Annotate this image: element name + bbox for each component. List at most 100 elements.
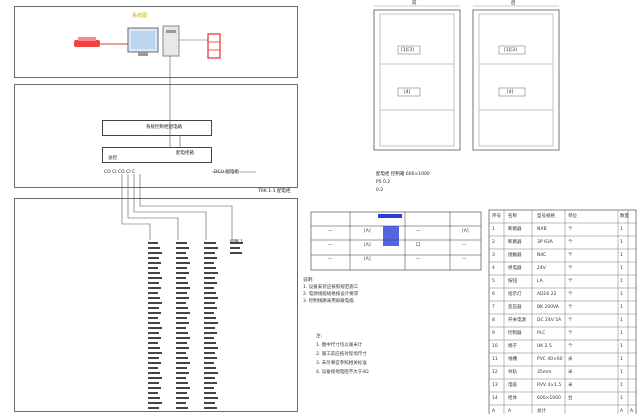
terminal-mark (176, 357, 188, 359)
terminal-mark (176, 292, 187, 294)
terminal-mark (148, 362, 161, 364)
table-cell: 个 (568, 279, 573, 284)
terminal-mark (176, 312, 190, 314)
terminal-mark (148, 307, 159, 309)
table-cell: 柜体 (508, 396, 517, 401)
terminal-mark (176, 322, 189, 324)
terminal-mark (176, 252, 186, 254)
legend-cell: [A] (364, 243, 371, 248)
table-cell: 线槽 (508, 357, 517, 362)
table-cell: 个 (568, 292, 573, 297)
cabinet-back (472, 9, 560, 151)
table-cell: A (630, 409, 634, 414)
table-cell: 个 (568, 305, 573, 310)
table-cell: LA (537, 279, 543, 284)
terminal-mark (148, 302, 162, 304)
cabinet-front (373, 9, 461, 151)
table-cell: 米 (568, 357, 573, 362)
terminal-mark (204, 402, 215, 404)
terminal-mark (204, 317, 216, 319)
terminal-mark (204, 257, 217, 259)
table-cell: 1 (620, 318, 623, 323)
terminal-mark (204, 302, 215, 304)
terminal-mark (176, 382, 188, 384)
table-cell: 3P 63A (537, 240, 553, 245)
table-cell: 总计 (537, 409, 546, 414)
table-cell: 3 (492, 253, 495, 258)
terminal-mark (176, 402, 186, 404)
terminal-mark (204, 242, 216, 244)
terminal-mark (176, 342, 187, 344)
terminal-mark (148, 372, 160, 374)
terminal-mark (148, 257, 159, 259)
terminal-mark (148, 252, 162, 254)
table-cell: 1 (620, 279, 623, 284)
table-cell: 600×1000 (537, 396, 561, 401)
terminal-mark (148, 242, 158, 244)
terminal-mark (204, 337, 214, 339)
device-panel-title: 系统图 (132, 13, 148, 19)
table-cell: 型号规格 (537, 214, 555, 219)
table-cell: RVV 4×1.5 (537, 383, 562, 388)
terminal-mark (176, 272, 189, 274)
terminal-mark (204, 292, 216, 294)
table-cell: NXC (537, 253, 547, 258)
legend-cell: — (328, 229, 333, 234)
terminal-mark (148, 297, 160, 299)
terminal-mark (148, 332, 159, 334)
terminal-mark (204, 287, 214, 289)
terminal-mark (176, 347, 189, 349)
table-cell: 2 (492, 240, 495, 245)
table-cell: 电缆 (508, 383, 517, 388)
terminal-mark (176, 327, 186, 329)
terminal-mark (204, 262, 214, 264)
terminal-mark (204, 252, 215, 254)
table-cell: 11 (492, 357, 498, 362)
table-cell: A (508, 409, 512, 414)
terminal-mark (176, 287, 190, 289)
table-cell: UK 2.5 (537, 344, 552, 349)
router-icon (74, 37, 100, 47)
legend-cell: — (462, 257, 467, 262)
table-cell: 7 (492, 305, 495, 310)
terminal-mark (176, 387, 190, 389)
table-cell: 指示灯 (508, 292, 522, 297)
terminal-mark (204, 382, 217, 384)
control-box-2-right: 配电柜箱 (176, 151, 194, 156)
note-line: 3. 未尽事宜参照相关标准 (316, 361, 367, 366)
cabinet-note-2: P5 0.2 (376, 180, 391, 185)
terminal-mark (176, 367, 187, 369)
device-panel (14, 6, 298, 78)
table-cell: 个 (568, 240, 573, 245)
table-cell: 端子 (508, 344, 517, 349)
table-cell: 个 (568, 266, 573, 271)
terminal-mark (204, 397, 218, 399)
table-cell: 接触器 (508, 253, 522, 258)
table-cell: 个 (568, 227, 573, 232)
legend-cell: — (328, 257, 333, 262)
terminal-mark (148, 392, 158, 394)
terminal-mark (204, 272, 218, 274)
control-box-2-left: 总控 (108, 156, 117, 161)
terminal-mark (230, 247, 240, 249)
table-cell: 1 (620, 266, 623, 271)
note-line: 注： (316, 334, 325, 339)
terminal-mark (148, 402, 162, 404)
table-cell: AD16 22 (537, 292, 557, 297)
legend-cell: — (416, 257, 421, 262)
legend-cell: [A] (364, 229, 371, 234)
table-cell: 12 (492, 370, 498, 375)
table-cell: 9 (492, 331, 495, 336)
terminal-mark (148, 272, 160, 274)
table-cell: 1 (620, 292, 623, 297)
dcu-label: DCU 配电柜 (214, 170, 239, 175)
terminal-mark (148, 292, 158, 294)
note-line: 2. 施工前应核对现场尺寸 (316, 352, 367, 357)
computer-icon (127, 25, 180, 57)
terminal-mark (176, 362, 190, 364)
table-cell: 米 (568, 383, 573, 388)
table-cell: 1 (620, 396, 623, 401)
terminal-mark (204, 352, 215, 354)
